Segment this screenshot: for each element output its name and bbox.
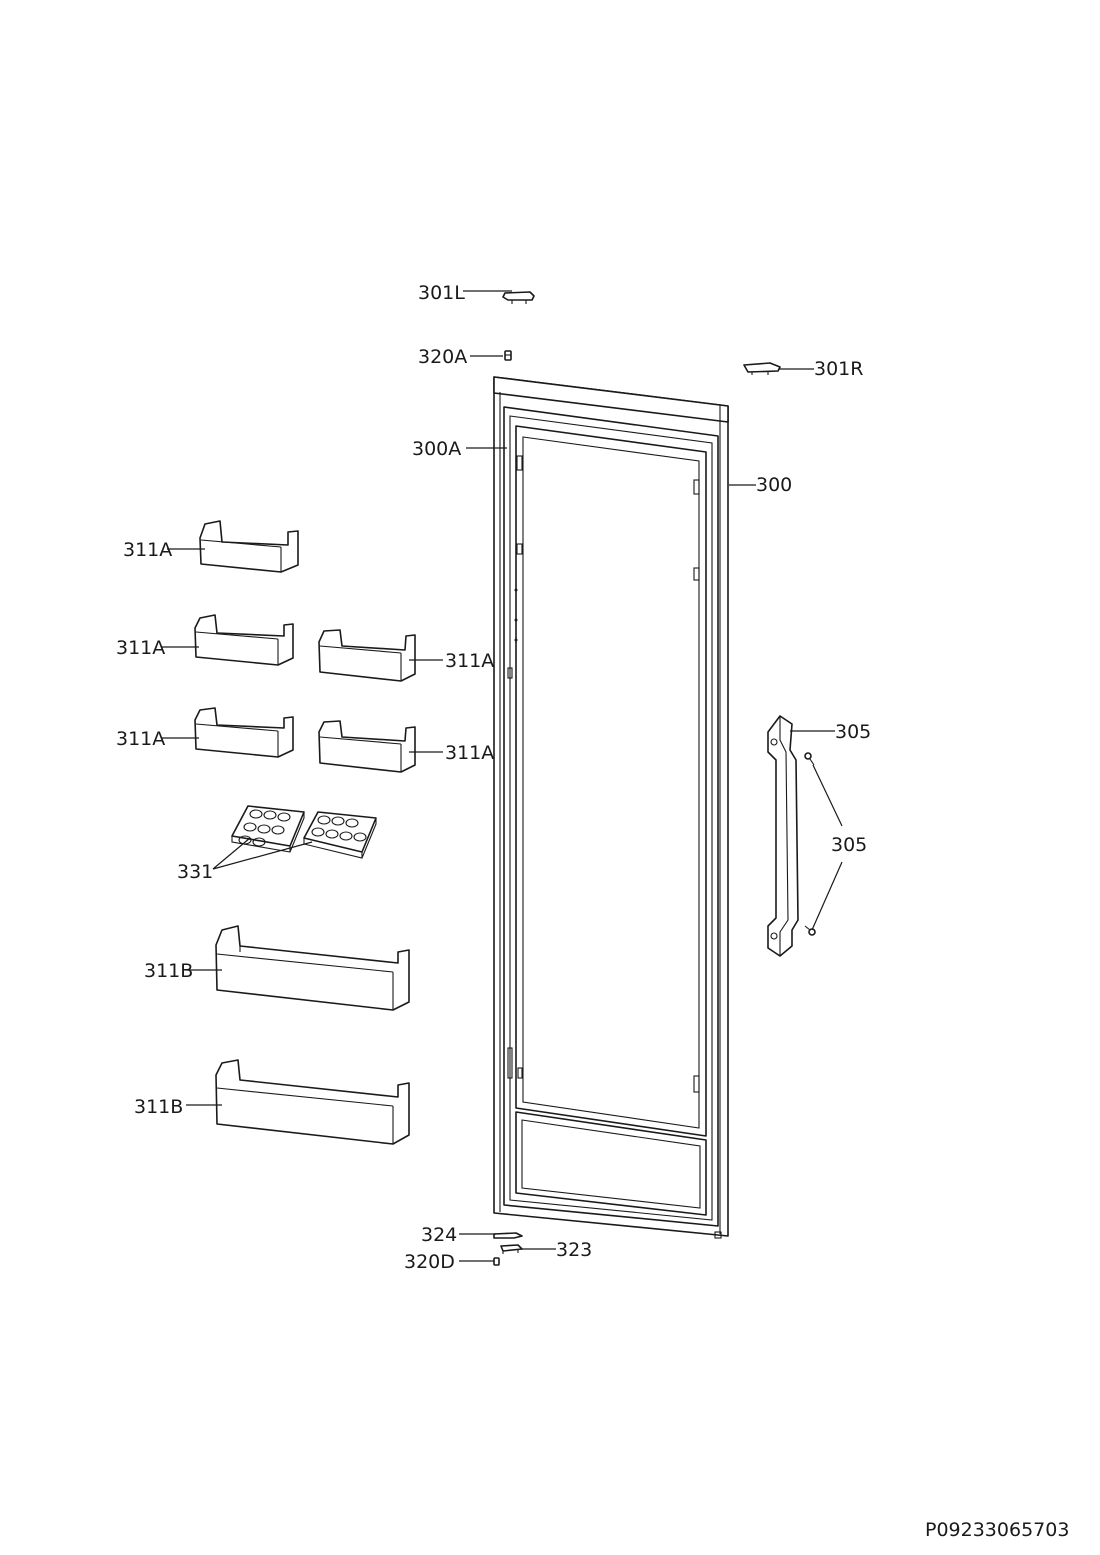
drawing-number: P09233065703 [925, 1519, 1069, 1541]
label-hinge-bush-top: 320A [418, 346, 467, 368]
hinge-bush-bottom-part [493, 1257, 500, 1266]
door-shelf-311a-4 [194, 707, 294, 758]
egg-tray-left [231, 805, 305, 853]
door-shelf-311a-3 [318, 629, 416, 682]
label-door: 300 [756, 474, 792, 496]
part-labels: 301L 320A 301R 300A 300 311A 311A 311A 3… [116, 282, 1069, 1541]
door-shelf-311a-1 [199, 520, 299, 573]
door-assembly [493, 376, 729, 1239]
handle-screw-top [804, 752, 815, 766]
door-lower-compartment [515, 1111, 707, 1216]
label-handle-screws: 305 [831, 834, 867, 856]
label-door-shelf-small-4: 311A [116, 728, 165, 750]
label-door-shelf-small-2: 311A [116, 637, 165, 659]
label-handle: 305 [835, 721, 871, 743]
door-inner-liner [515, 425, 707, 1137]
label-hinge-cover-left: 301L [418, 282, 465, 304]
bottom-hinge-part [500, 1244, 523, 1254]
door-top-cap [493, 376, 729, 423]
label-door-gasket: 300A [412, 438, 461, 460]
egg-tray-right [303, 811, 377, 859]
label-door-shelf-small-1: 311A [123, 539, 172, 561]
hinge-pin-part [493, 1232, 523, 1239]
label-hinge-cover-right: 301R [814, 358, 863, 380]
door-shelf-311a-2 [194, 614, 294, 666]
label-door-shelf-small-5: 311A [445, 742, 494, 764]
leader-lines [161, 290, 843, 1262]
hinge-cover-right-part [743, 362, 781, 375]
door-shelf-311b-1 [215, 925, 410, 1011]
label-door-shelf-large-2: 311B [134, 1096, 183, 1118]
label-door-shelf-small-3: 311A [445, 650, 494, 672]
handle-part [767, 715, 799, 957]
door-shelf-311a-5 [318, 720, 416, 773]
door-shelf-311b-2 [215, 1059, 410, 1145]
hinge-bush-top-part [504, 350, 512, 361]
hinge-cover-left-part [502, 291, 535, 304]
label-door-shelf-large-1: 311B [144, 960, 193, 982]
label-egg-tray: 331 [177, 861, 213, 883]
label-hinge-pin: 324 [421, 1224, 457, 1246]
label-hinge-bush-bottom: 320D [404, 1251, 455, 1273]
label-bottom-hinge: 323 [556, 1239, 592, 1261]
